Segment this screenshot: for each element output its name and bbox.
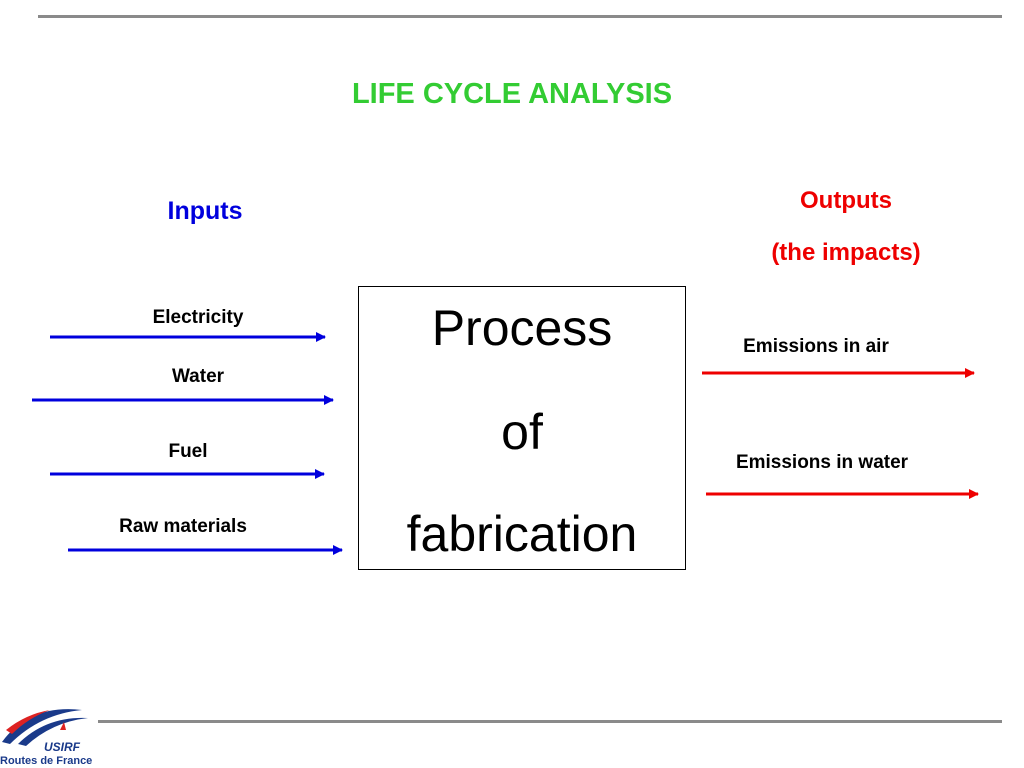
input-label-electricity: Electricity [152, 307, 244, 328]
bottom-divider [98, 720, 1002, 723]
input-label-fuel: Fuel [168, 441, 208, 462]
outputs-heading-line2: (the impacts) [771, 239, 921, 266]
input-label-raw-materials: Raw materials [119, 516, 247, 537]
process-box: Process of fabrication [358, 286, 686, 570]
logo-name: USIRF [44, 740, 80, 754]
usirf-logo-icon [2, 709, 88, 746]
output-label-emissions-air: Emissions in air [743, 336, 889, 357]
outputs-heading: Outputs (the impacts) [740, 175, 952, 279]
inputs-heading: Inputs [167, 197, 243, 225]
process-line1: Process [431, 300, 613, 356]
logo-subtitle: Routes de France [0, 755, 93, 767]
outputs-heading-line1: Outputs [800, 187, 892, 214]
top-divider [38, 15, 1002, 18]
process-line3: fabrication [406, 506, 638, 562]
diagram-title: LIFE CYCLE ANALYSIS [351, 78, 673, 110]
input-label-water: Water [171, 366, 225, 387]
process-line2: of [501, 404, 543, 460]
output-label-emissions-water: Emissions in water [735, 452, 909, 473]
